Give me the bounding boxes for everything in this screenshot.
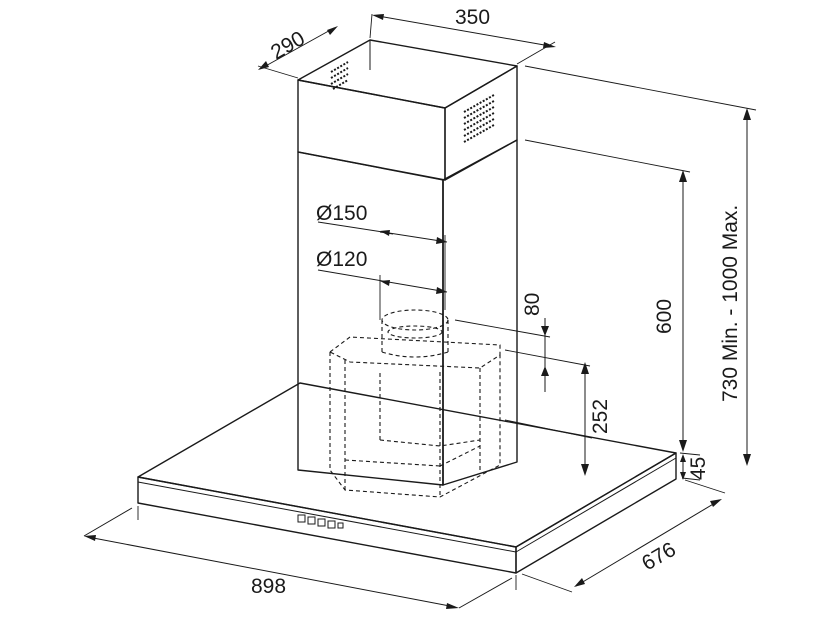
housing-outline [329, 352, 501, 498]
control-button [307, 516, 316, 525]
control-button [317, 518, 326, 527]
lower-chimney [297, 139, 518, 486]
hidden-motor-housing [328, 336, 501, 498]
control-button [327, 520, 336, 529]
housing-top [328, 336, 501, 369]
canopy-front-face [137, 476, 517, 574]
vent-slots-right [463, 94, 495, 143]
label-height-600: 600 [653, 299, 676, 334]
label-chimney-depth: 290 [267, 27, 309, 64]
label-canopy-676: 676 [638, 538, 680, 575]
label-collar-80: 80 [521, 293, 544, 316]
canopy [137, 382, 677, 574]
vent-slots-left [330, 61, 349, 90]
outlet-collar [381, 309, 449, 358]
label-canopy-45: 45 [687, 457, 710, 480]
dimension-lines [83, 14, 751, 609]
label-total-height: 730 Min. - 1000 Max. [719, 205, 742, 402]
canopy-edge-line [137, 481, 517, 553]
collar-inner-ellipse [387, 325, 443, 339]
upper-chimney-top [297, 39, 518, 109]
upper-chimney-side [444, 65, 518, 181]
label-outlet-150: Ø150 [316, 202, 367, 225]
upper-chimney [297, 39, 518, 181]
label-canopy-898: 898 [251, 575, 286, 598]
control-panel [297, 514, 344, 529]
canopy-edge-line-side [515, 457, 677, 553]
label-outlet-120: Ø120 [316, 248, 367, 271]
control-button [297, 514, 306, 523]
label-chimney-width: 350 [455, 6, 490, 29]
control-button [337, 522, 344, 529]
dimension-labels: 350 290 Ø150 Ø120 80 252 600 730 Min. - … [251, 6, 742, 598]
canopy-side-face [515, 452, 677, 574]
collar-top-ellipse [381, 309, 449, 331]
upper-chimney-front [297, 79, 446, 181]
label-height-252: 252 [589, 399, 612, 434]
extension-lines [137, 13, 757, 593]
